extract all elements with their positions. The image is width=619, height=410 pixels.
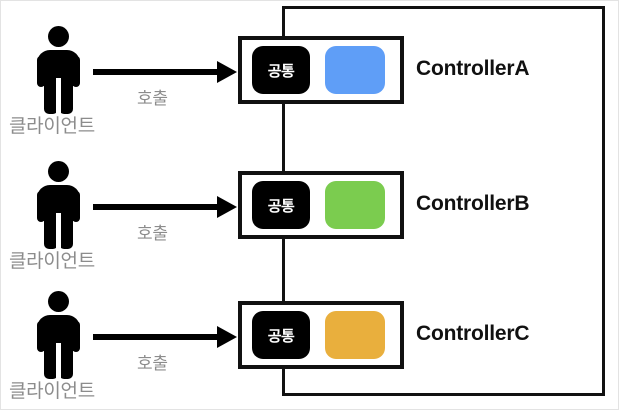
flow-row-0: 클라이언트 호출 공통 ControllerA (1, 6, 618, 137)
arrow-shaft (93, 69, 221, 75)
arrow-head (217, 326, 237, 348)
actor-label: 클라이언트 (9, 251, 95, 272)
person-leg-gap (56, 343, 61, 379)
call-arrow-icon (93, 326, 237, 350)
person-arm-right (72, 56, 80, 87)
common-chip: 공통 (252, 46, 310, 94)
arrow-label: 호출 (137, 89, 168, 108)
person-leg-left (44, 213, 58, 249)
arrow-shaft (93, 204, 221, 210)
person-leg-right (59, 78, 73, 114)
arrow-shaft (93, 334, 221, 340)
actor-label: 클라이언트 (9, 116, 95, 137)
arrow-label: 호출 (137, 224, 168, 243)
flow-row-1: 클라이언트 호출 공통 ControllerB (1, 141, 618, 272)
flow-row-2: 클라이언트 호출 공통 ControllerC (1, 271, 618, 402)
controller-box: 공통 (238, 171, 404, 239)
controller-name: ControllerB (416, 192, 530, 215)
arrow-head (217, 196, 237, 218)
person-arm-left (37, 56, 45, 87)
person-head (48, 26, 69, 47)
person-leg-left (44, 78, 58, 114)
call-arrow-icon (93, 61, 237, 85)
person-head (48, 291, 69, 312)
person-leg-right (59, 213, 73, 249)
common-chip: 공통 (252, 181, 310, 229)
person-leg-right (59, 343, 73, 379)
client-person-icon (33, 161, 83, 249)
person-head (48, 161, 69, 182)
client-person-icon (33, 291, 83, 379)
client-person-icon (33, 26, 83, 114)
person-leg-gap (56, 213, 61, 249)
person-arm-left (37, 321, 45, 352)
call-arrow-icon (93, 196, 237, 220)
person-leg-gap (56, 78, 61, 114)
controller-color-chip (325, 46, 385, 94)
common-chip: 공통 (252, 311, 310, 359)
arrow-head (217, 61, 237, 83)
controller-box: 공통 (238, 36, 404, 104)
controller-name: ControllerC (416, 322, 530, 345)
arrow-label: 호출 (137, 354, 168, 373)
controller-color-chip (325, 311, 385, 359)
person-arm-right (72, 321, 80, 352)
actor-label: 클라이언트 (9, 381, 95, 402)
person-arm-left (37, 191, 45, 222)
controller-color-chip (325, 181, 385, 229)
person-leg-left (44, 343, 58, 379)
person-arm-right (72, 191, 80, 222)
controller-box: 공통 (238, 301, 404, 369)
controller-name: ControllerA (416, 57, 530, 80)
